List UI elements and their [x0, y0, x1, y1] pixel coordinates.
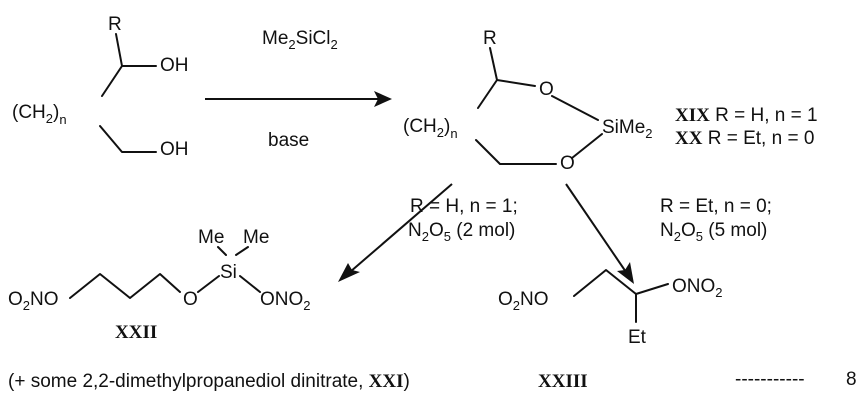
right-condition-1: R = Et, n = 0; [660, 196, 772, 217]
left-condition-2: N2O5 (2 mol) [408, 220, 515, 244]
xxiii-nitrate-left: O2NO [498, 289, 549, 313]
intermediate-si: SiMe2 [602, 117, 653, 141]
left-condition-1: R = H, n = 1; [410, 196, 518, 217]
legend-xix: XIX R = H, n = 1 [675, 105, 818, 126]
xxiii-label: XXIII [538, 371, 588, 392]
right-arrow-head [617, 262, 634, 284]
step1-arrow-head [374, 91, 392, 107]
xxii-o-link: O [183, 289, 198, 310]
scheme-dashes: ----------- [735, 369, 805, 390]
intermediate-bonds [475, 47, 603, 165]
right-condition-2: N2O5 (5 mol) [660, 220, 767, 244]
xxii-si: Si [220, 262, 237, 283]
left-arrow-shaft [349, 183, 453, 273]
intermediate-ch2-group: (CH2)n [403, 116, 458, 141]
footnote: (+ some 2,2-dimethylpropanediol dinitrat… [8, 371, 410, 392]
legend-xx: XX R = Et, n = 0 [675, 128, 814, 149]
xxii-nitrate-left: O2NO [8, 289, 59, 313]
step1-arrow-group: Me2SiCl2 base [205, 28, 392, 151]
left-arrow-head [338, 263, 360, 282]
step1-condition: base [268, 130, 309, 151]
right-branch: R = Et, n = 0; N2O5 (5 mol) [565, 183, 772, 284]
left-branch: R = H, n = 1; N2O5 (2 mol) [338, 183, 518, 282]
reactant-r-label: R [108, 14, 122, 35]
reactant-diol: R OH OH (CH2)n [12, 14, 189, 160]
reactant-oh-bottom: OH [160, 139, 189, 160]
intermediate-o-bottom: O [560, 153, 575, 174]
reactant-ch2-group: (CH2)n [12, 102, 67, 127]
product-xxiii: O2NO ONO2 Et [498, 269, 723, 348]
cyclic-intermediate: R O SiMe2 O (CH2)n [403, 28, 653, 174]
reactant-oh-top: OH [160, 55, 189, 76]
xxii-nitrate-right: ONO2 [260, 289, 311, 313]
xxiii-ethyl: Et [628, 327, 647, 348]
xxiii-nitrate-right: ONO2 [672, 276, 723, 300]
product-xxii: O2NO O Si Me Me ONO2 XXII [8, 227, 311, 343]
scheme-number: 8 [846, 369, 857, 390]
intermediate-r-label: R [483, 28, 497, 49]
xxiii-bonds [573, 269, 669, 323]
xxii-bonds [69, 246, 261, 299]
xxii-label: XXII [115, 322, 157, 343]
right-arrow-shaft [565, 183, 627, 273]
reactant-bonds [99, 33, 157, 153]
xxii-me-left: Me [198, 227, 224, 248]
xxii-me-right: Me [243, 227, 269, 248]
intermediate-o-top: O [539, 79, 554, 100]
compound-legend: XIX R = H, n = 1 XX R = Et, n = 0 [675, 105, 818, 149]
step1-reagent: Me2SiCl2 [262, 28, 338, 52]
